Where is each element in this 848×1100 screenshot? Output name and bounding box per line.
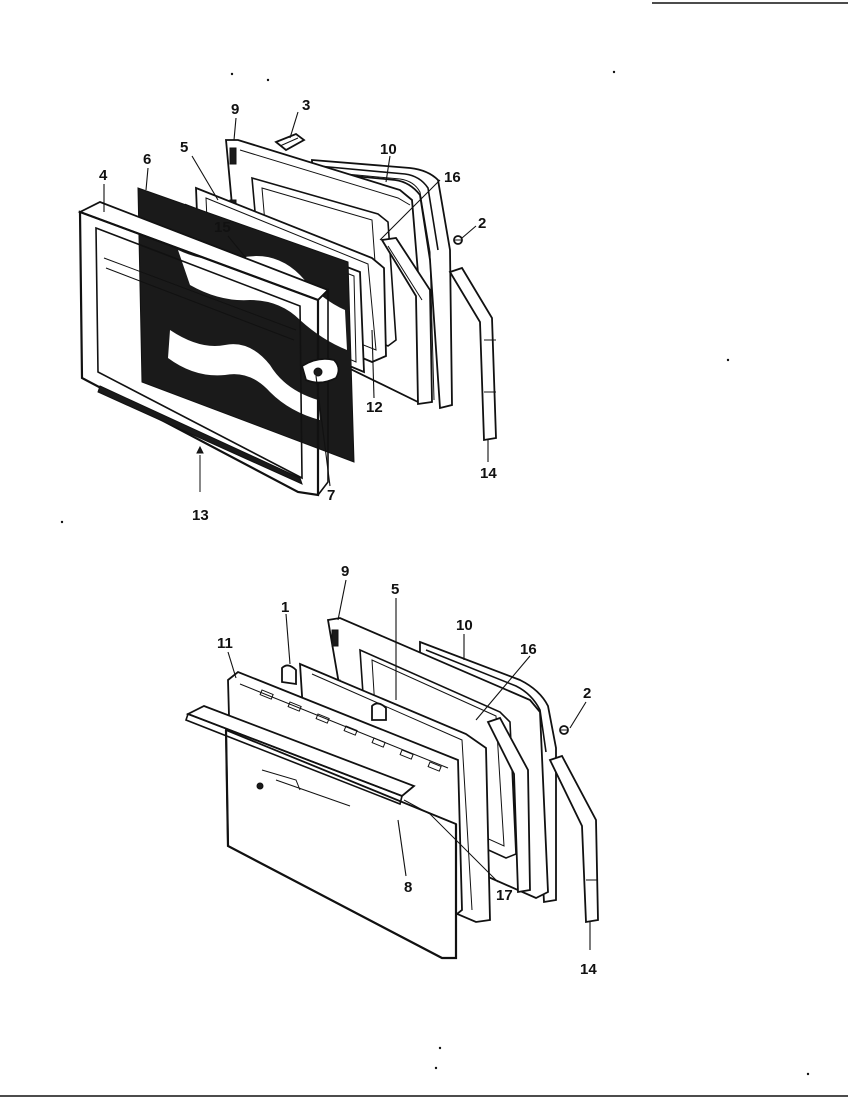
part-17-trim: [403, 799, 499, 883]
part-16-side-strip: [380, 237, 433, 406]
part-16-side-strip-bottom: [486, 716, 531, 894]
callout-11-bottom: 11: [217, 635, 233, 652]
part-10-liner: [311, 159, 453, 410]
callout-5-bottom: 5: [391, 581, 399, 598]
part-6-insulation: [137, 187, 355, 463]
callout-9-top: 9: [231, 101, 239, 118]
callout-8-bottom: 8: [404, 879, 412, 896]
callout-2-top: 2: [478, 215, 486, 232]
callout-15-top: 15: [214, 219, 231, 236]
top-callouts: 9 3 6 5 10 16 4 2 15 12 14 13 7: [99, 97, 497, 524]
callout-14-top: 14: [480, 465, 497, 482]
callout-3-top: 3: [302, 97, 310, 114]
part-3-clip: [274, 132, 306, 152]
part-4-outer-door-frame: [77, 201, 330, 497]
part-2-screw: [453, 235, 463, 245]
top-leader-lines: [103, 111, 489, 487]
part-13-screw: [196, 445, 204, 492]
callout-10-bottom: 10: [456, 617, 473, 634]
callout-5-top: 5: [180, 139, 188, 156]
part-14-side-trim: [448, 266, 497, 442]
callout-2-bottom: 2: [583, 685, 591, 702]
callout-4-top: 4: [99, 167, 108, 184]
bottom-callouts: 9 5 10 16 11 1 2 8 17 14: [217, 563, 597, 978]
bottom-door-assembly: 9 5 10 16 11 1 2 8 17 14: [185, 563, 599, 978]
callout-13-top: 13: [192, 507, 209, 524]
part-8-handle-rail: [185, 705, 416, 807]
top-door-assembly: 9 3 6 5 10 16 4 2 15 12 14 13 7: [77, 97, 497, 524]
callout-9-bottom: 9: [341, 563, 349, 580]
scan-specks: [60, 70, 810, 1076]
part-14-side-trim-bottom: [548, 754, 599, 924]
callout-16-bottom: 16: [520, 641, 537, 658]
callout-10-top: 10: [380, 141, 397, 158]
callout-6-top: 6: [143, 151, 151, 168]
callout-12-top: 12: [366, 399, 383, 416]
part-2-screw-bottom: [559, 725, 569, 735]
callout-17-bottom: 17: [496, 887, 513, 904]
callout-7-top: 7: [327, 487, 335, 504]
callout-14-bottom: 14: [580, 961, 597, 978]
callout-16-top: 16: [444, 169, 461, 186]
part-7-handle-bracket: [300, 357, 340, 384]
bottom-leader-lines: [227, 579, 591, 950]
callout-1-bottom: 1: [281, 599, 289, 616]
vent-slots: [259, 689, 442, 772]
outer-door-front: [224, 728, 458, 960]
